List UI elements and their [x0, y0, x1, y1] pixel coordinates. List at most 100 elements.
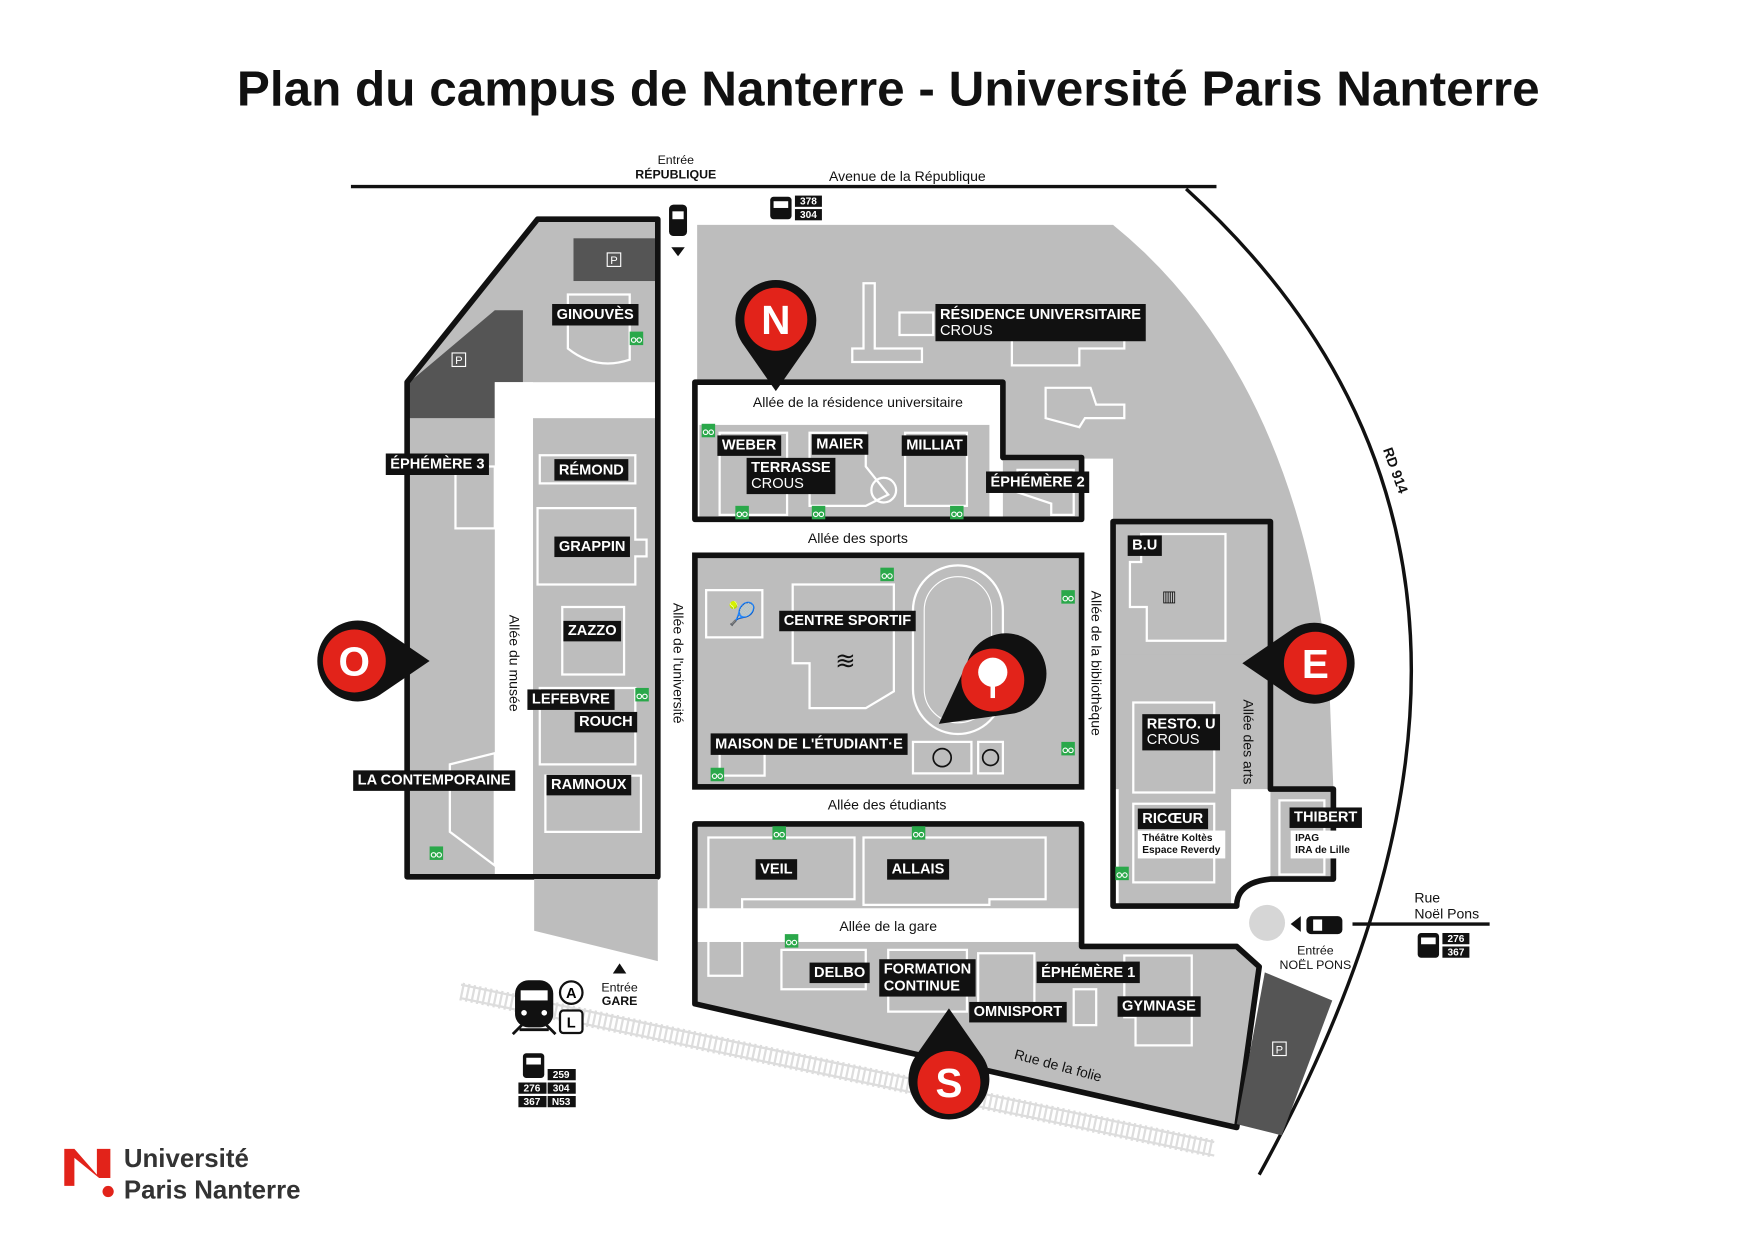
building-ramnoux[interactable]: RAMNOUX [546, 774, 632, 796]
bus-icon [1417, 932, 1440, 958]
svg-text:Université: Université [124, 1145, 249, 1173]
gare-strip [534, 879, 658, 962]
roundabout [1249, 904, 1286, 941]
bus-routes-republique: 378 304 [794, 195, 822, 221]
svg-text:ROUCH: ROUCH [579, 714, 633, 730]
svg-text:CONTINUE: CONTINUE [884, 978, 961, 994]
alley-arts: Allée des arts [1240, 699, 1256, 784]
building-delbo[interactable]: DELBO [809, 962, 870, 984]
building-rouch[interactable]: ROUCH [574, 711, 638, 733]
south-block [692, 821, 1263, 1131]
building-contemporaine[interactable]: LA CONTEMPORAINE [353, 770, 516, 791]
svg-text:259: 259 [553, 1070, 570, 1081]
bus-routes-gare: 259 276 304 367 N53 [518, 1069, 576, 1108]
svg-text:ÉPHÉMÈRE 2: ÉPHÉMÈRE 2 [991, 474, 1085, 491]
svg-text:P: P [610, 255, 618, 267]
building-allais[interactable]: ALLAIS [887, 859, 950, 880]
svg-text:367: 367 [523, 1097, 540, 1108]
university-logo: Université Paris Nanterre [64, 1145, 301, 1204]
building-ginouves[interactable]: GINOUVÈS [552, 303, 639, 326]
building-remond[interactable]: RÉMOND [554, 459, 629, 481]
svg-text:LA CONTEMPORAINE: LA CONTEMPORAINE [358, 773, 511, 789]
bus-icon [522, 1053, 545, 1079]
alley-residence: Allée de la résidence universitaire [753, 394, 963, 410]
bike-station-icon [784, 934, 799, 948]
svg-text:RICŒUR: RICŒUR [1142, 811, 1203, 827]
building-ephemere-2[interactable]: ÉPHÉMÈRE 2 [986, 471, 1090, 493]
building-weber[interactable]: WEBER [717, 435, 782, 456]
svg-text:N: N [761, 297, 790, 343]
bike-station-icon [811, 505, 826, 520]
bike-station-icon [911, 826, 926, 840]
building-centre-sportif[interactable]: CENTRE SPORTIF [779, 610, 916, 632]
svg-text:FORMATION: FORMATION [884, 961, 971, 977]
svg-text:367: 367 [1447, 947, 1464, 958]
marker-west[interactable]: O [317, 620, 430, 702]
alley-musee: Allée du musée [506, 615, 522, 712]
building-veil[interactable]: VEIL [755, 859, 798, 880]
entrance-republique-line2: RÉPUBLIQUE [635, 167, 716, 182]
building-omnisport[interactable]: OMNISPORT [969, 1001, 1067, 1023]
entrance-gare-line2: GARE [602, 994, 638, 1008]
alley-gare: Allée de la gare [839, 918, 937, 934]
building-maison-etudiant[interactable]: MAISON DE L'ÉTUDIANT·E [710, 733, 908, 755]
svg-text:MAISON DE L'ÉTUDIANT·E: MAISON DE L'ÉTUDIANT·E [715, 736, 903, 753]
svg-text:P: P [1276, 1044, 1284, 1056]
entrance-gare-line1: Entrée [601, 980, 638, 994]
building-bu[interactable]: B.U [1127, 535, 1162, 556]
tennis-court [705, 589, 764, 639]
bike-station-icon [701, 423, 716, 438]
svg-text:N53: N53 [552, 1097, 571, 1108]
svg-text:CENTRE SPORTIF: CENTRE SPORTIF [784, 613, 912, 629]
parking-icon: P [451, 352, 467, 367]
tree-icon [978, 657, 1008, 687]
bike-station-icon [1061, 741, 1075, 756]
marker-north[interactable]: N [735, 280, 817, 392]
building-thibert[interactable]: THIBERT [1289, 807, 1362, 828]
svg-text:RESTO. U: RESTO. U [1147, 716, 1216, 732]
building-milliat[interactable]: MILLIAT [901, 435, 968, 456]
railway-tracks [459, 982, 1217, 1158]
svg-text:A: A [566, 986, 577, 1002]
svg-text:IPAG: IPAG [1295, 833, 1319, 844]
map-title: Plan du campus de Nanterre - Université … [237, 62, 1540, 117]
svg-text:DELBO: DELBO [814, 965, 865, 981]
west-block [404, 216, 661, 880]
entrance-republique-line1: Entrée [658, 153, 695, 167]
bike-station-icon [772, 826, 786, 840]
avenue-label: Avenue de la République [829, 168, 986, 184]
parking-icon: P [606, 252, 622, 267]
svg-text:P: P [455, 355, 463, 367]
building-zazzo[interactable]: ZAZZO [563, 620, 622, 642]
building-ricoeur[interactable]: RICŒUR [1137, 808, 1209, 830]
svg-text:276: 276 [523, 1083, 540, 1094]
svg-text:OMNISPORT: OMNISPORT [974, 1004, 1063, 1020]
building-maier[interactable]: MAIER [811, 434, 869, 455]
building-ephemere-3[interactable]: ÉPHÉMÈRE 3 [385, 453, 489, 475]
svg-text:RAMNOUX: RAMNOUX [551, 777, 627, 793]
svg-text:304: 304 [553, 1083, 570, 1094]
alley-etudiants: Allée des étudiants [828, 796, 947, 812]
marker-south[interactable]: S [908, 1008, 990, 1120]
bike-station-icon [1115, 866, 1129, 881]
building-gymnase[interactable]: GYMNASE [1117, 996, 1201, 1017]
bike-station-icon [880, 567, 894, 582]
building-ephemere-1[interactable]: ÉPHÉMÈRE 1 [1036, 961, 1140, 984]
rd914-road [1184, 187, 1413, 1176]
svg-text:MAIER: MAIER [816, 437, 864, 453]
svg-text:TERRASSE: TERRASSE [751, 460, 831, 476]
entrance-arrow-icon [612, 963, 627, 974]
building-lefebvre[interactable]: LEFEBVRE [527, 689, 615, 710]
building-grappin[interactable]: GRAPPIN [554, 536, 630, 558]
train-icon [511, 980, 557, 1036]
marker-east[interactable]: E [1242, 622, 1355, 704]
car-icon [1306, 916, 1343, 935]
svg-text:Théâtre Koltès: Théâtre Koltès [1142, 833, 1213, 844]
